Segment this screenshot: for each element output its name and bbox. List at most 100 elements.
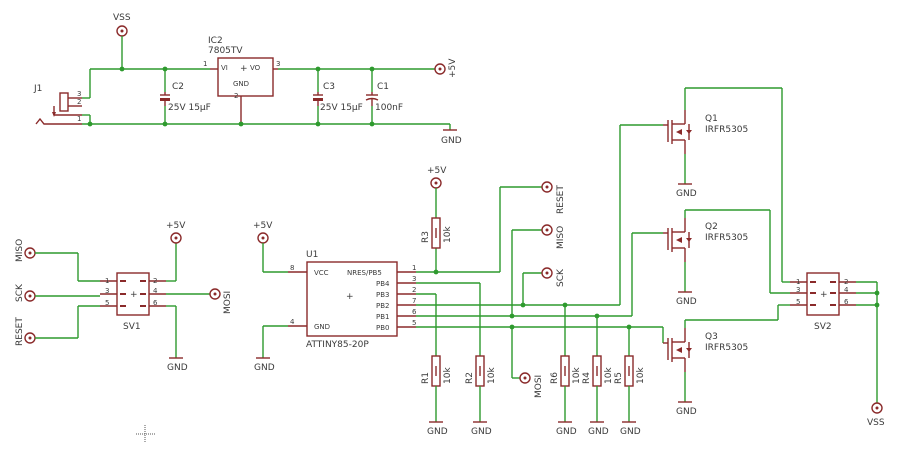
svg-text:+: +	[130, 290, 138, 300]
c1-value: 100nF	[375, 103, 403, 113]
svg-text:6: 6	[412, 308, 417, 316]
sv1-ref: SV1	[123, 322, 141, 332]
svg-text:GND: GND	[620, 427, 641, 437]
power-section: VSS +5V IC2 7805TV VI VO GND 1 3 2 +	[33, 13, 462, 146]
svg-text:8: 8	[290, 264, 294, 272]
regulator-ref: IC2	[208, 36, 223, 46]
svg-text:3: 3	[796, 286, 800, 294]
svg-text:5: 5	[796, 298, 800, 306]
svg-text:10k: 10k	[572, 367, 582, 384]
svg-text:IRFR5305: IRFR5305	[705, 125, 748, 135]
svg-text:2: 2	[234, 92, 238, 100]
p5v-supply-regulator	[434, 63, 446, 75]
svg-text:PB2: PB2	[376, 302, 389, 310]
svg-text:PB0: PB0	[376, 324, 389, 332]
reset-pad-mcu	[541, 181, 553, 193]
sv1-section: MISO SCK RESET + 1 2 3 4 5 6 SV1 +5V MOS…	[15, 221, 233, 373]
mosfet-q1: Q1 IRFR5305	[663, 110, 748, 154]
svg-text:1: 1	[105, 277, 109, 285]
svg-text:IRFR5305: IRFR5305	[705, 233, 748, 243]
jack-j1: J1 3 2 1	[33, 84, 91, 125]
svg-text:R4: R4	[582, 372, 592, 384]
svg-text:10k: 10k	[443, 367, 453, 384]
cap-c3: C3 25V 15µF	[313, 82, 363, 113]
c2-ref: C2	[172, 82, 184, 92]
mosfet-q2: Q2 IRFR5305	[663, 218, 748, 262]
svg-text:5: 5	[412, 319, 416, 327]
p5v-label-sv1: +5V	[166, 221, 186, 231]
svg-text:3: 3	[276, 60, 280, 68]
svg-text:3: 3	[105, 287, 109, 295]
svg-text:10k: 10k	[443, 226, 453, 243]
miso-label-sv1: MISO	[15, 239, 25, 262]
mcu-gnd: GND	[314, 323, 330, 331]
svg-text:GND: GND	[676, 297, 697, 307]
svg-text:GND: GND	[556, 427, 577, 437]
svg-text:+: +	[240, 64, 248, 74]
sck-label-mcu: SCK	[556, 268, 566, 287]
mcu-section: +5V GND U1 ATTINY85-20P VCC GND 8 4 + NR…	[253, 221, 417, 373]
sck-pad-mcu	[541, 267, 553, 279]
reset-label-mcu: RESET	[556, 185, 566, 214]
svg-text:GND: GND	[676, 189, 697, 199]
svg-text:1: 1	[77, 115, 81, 123]
svg-text:R1: R1	[421, 372, 431, 384]
c1-ref: C1	[377, 82, 389, 92]
svg-text:GND: GND	[427, 427, 448, 437]
regulator-vi: VI	[221, 64, 228, 72]
c2-value: 25V 15µF	[168, 103, 211, 113]
gnd-label-mcu: GND	[254, 363, 275, 373]
svg-text:R2: R2	[465, 372, 475, 384]
mcu-attiny85	[306, 261, 398, 337]
p5v-label-r3: +5V	[427, 166, 447, 176]
svg-text:10k: 10k	[487, 367, 497, 384]
miso-label-mcu: MISO	[556, 226, 566, 249]
svg-text:2: 2	[153, 277, 157, 285]
sv2-section: + 1 2 3 4 5 6 SV2 VSS	[769, 88, 885, 428]
svg-text:R5: R5	[614, 372, 624, 384]
resistors: R3 10k R1 10k GND R2 10k GND R6 10k	[421, 217, 646, 437]
mosfets: Q1 IRFR5305 GND Q2 IRFR5305 GND	[663, 87, 790, 417]
mosi-label-mcu: MOSI	[534, 375, 544, 398]
reset-label-sv1: RESET	[15, 317, 25, 346]
svg-text:3: 3	[412, 275, 416, 283]
mcu-vcc: VCC	[314, 269, 329, 277]
sv2-ref: SV2	[814, 322, 832, 332]
svg-text:NRES/PB5: NRES/PB5	[347, 269, 382, 277]
resistor-r2: R2 10k GND	[465, 355, 497, 437]
header-sv2	[806, 272, 840, 316]
svg-text:5: 5	[105, 299, 109, 307]
svg-text:R3: R3	[421, 231, 431, 243]
svg-text:IRFR5305: IRFR5305	[705, 343, 748, 353]
p5v-supply-sv1	[170, 232, 182, 244]
resistor-r4: R4 10k GND	[582, 355, 614, 437]
svg-text:GND: GND	[676, 407, 697, 417]
c3-value: 25V 15µF	[320, 103, 363, 113]
gnd-label-sv1: GND	[167, 363, 188, 373]
mcu-nets: +5V RESET MISO SCK MOSI	[416, 124, 664, 398]
svg-text:+: +	[346, 292, 354, 302]
svg-text:Q2: Q2	[705, 222, 718, 232]
svg-text:4: 4	[290, 318, 295, 326]
svg-text:6: 6	[844, 298, 849, 306]
j1-ref: J1	[33, 84, 42, 94]
vss-label-top: VSS	[113, 13, 131, 23]
svg-text:PB1: PB1	[376, 313, 389, 321]
regulator-7805	[217, 57, 274, 97]
vss-supply-bottom	[871, 402, 883, 414]
mosi-pad-mcu	[519, 372, 531, 384]
p5v-label-regulator: +5V	[448, 58, 458, 78]
svg-text:4: 4	[153, 287, 158, 295]
cap-c1: C1 100nF	[365, 82, 403, 113]
resistor-r3: R3 10k	[421, 217, 453, 249]
svg-text:GND: GND	[471, 427, 492, 437]
svg-text:1: 1	[796, 278, 800, 286]
svg-text:7: 7	[412, 297, 416, 305]
regulator-gnd: GND	[233, 80, 249, 88]
gnd-label-power: GND	[441, 136, 462, 146]
regulator-value: 7805TV	[208, 46, 243, 56]
sck-label-sv1: SCK	[15, 283, 25, 302]
mcu-value: ATTINY85-20P	[306, 340, 369, 350]
